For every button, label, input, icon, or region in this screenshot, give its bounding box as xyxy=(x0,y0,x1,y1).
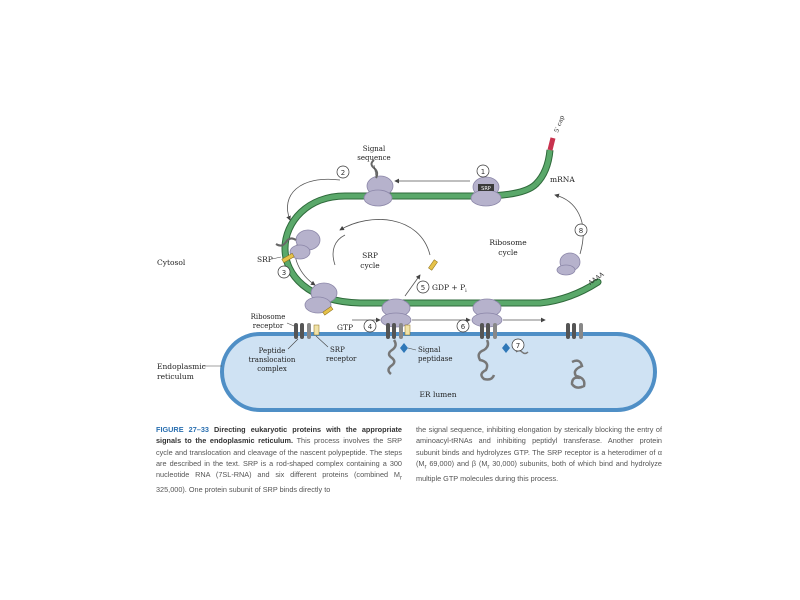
caption-left: FIGURE 27–33 Directing eukaryotic protei… xyxy=(156,425,402,494)
svg-text:7: 7 xyxy=(516,342,520,350)
er-lumen-label: ER lumen xyxy=(419,390,456,399)
signal-peptidase-icon-2 xyxy=(502,343,510,353)
step-2-circle xyxy=(336,165,350,179)
step-6-circle xyxy=(456,319,470,333)
ribosome-cycle-label-2: cycle xyxy=(498,248,518,257)
signal-sequence-label-2: sequence xyxy=(357,154,390,162)
svg-text:8: 8 xyxy=(579,227,583,235)
srp-rod-docked xyxy=(322,306,334,316)
srp-cycle-label-2: cycle xyxy=(360,261,380,270)
ribosome-on-membrane-2 xyxy=(471,298,503,328)
translocon-1 xyxy=(294,323,320,339)
srp-tag-box xyxy=(478,184,494,191)
signal-peptidase-pointer xyxy=(407,347,417,351)
signal-sequence-pointer xyxy=(373,164,377,177)
svg-text:2: 2 xyxy=(341,169,345,177)
translocon-4 xyxy=(566,323,583,339)
gtp-label: GTP xyxy=(337,323,353,332)
peptide-translocation-label-2: translocation xyxy=(249,356,296,364)
mrna-cap xyxy=(547,137,556,151)
caption-right: the signal sequence, inhibiting elongati… xyxy=(416,425,662,483)
translocon-2 xyxy=(386,323,411,339)
signal-sequence-label: Signal xyxy=(363,145,386,153)
step-7-circle xyxy=(511,338,525,352)
ribosome-receptor-pointer xyxy=(286,322,295,327)
cytosol-label: Cytosol xyxy=(157,258,186,267)
svg-text:4: 4 xyxy=(368,323,373,331)
gdp-pi-label: GDP + Pi xyxy=(432,283,467,294)
ribosome-cycle-arrow-left xyxy=(286,178,341,221)
caption-title: Directing eukaryotic proteins with the a… xyxy=(156,425,402,446)
mrna-label: mRNA xyxy=(550,175,575,184)
svg-text:5: 5 xyxy=(421,284,425,292)
step-1-circle xyxy=(476,164,490,178)
caption-text-1: This process involves the SRP cycle and … xyxy=(156,436,402,480)
srp-receptor-label: SRP xyxy=(330,346,345,354)
er-label-2: reticulum xyxy=(157,372,194,381)
ribosome-released xyxy=(556,252,581,276)
peptide-translocation-label-3: complex xyxy=(257,365,287,373)
srp-tag: SRP xyxy=(481,186,491,192)
srp-cycle-label: SRP xyxy=(362,251,378,260)
ribosome-receptor-label: Ribosome xyxy=(251,313,286,321)
er-label: Endoplasmic xyxy=(157,362,206,371)
nascent-peptide-srp xyxy=(275,237,297,247)
caption-text-2: the signal sequence, inhibiting elongati… xyxy=(416,425,662,468)
svg-text:3: 3 xyxy=(282,269,286,277)
signal-peptidase-label: Signal xyxy=(418,346,441,354)
er-membrane xyxy=(220,332,657,412)
step-8-circle xyxy=(574,223,588,237)
srp-rod-free xyxy=(281,252,295,264)
step-4-circle xyxy=(363,319,377,333)
svg-text:1: 1 xyxy=(481,168,485,176)
peptide-folding xyxy=(477,339,496,381)
step-5-circle xyxy=(416,280,430,294)
ribosome-on-membrane-1 xyxy=(380,298,412,328)
ribosome-signal-sequence xyxy=(363,175,394,207)
ribosome-srp-bound xyxy=(289,229,321,260)
srp-cycle-arrow-inner xyxy=(339,219,431,256)
svg-text:6: 6 xyxy=(461,323,466,331)
signal-sequence-peptide xyxy=(370,159,379,179)
peptide-translocation-label: Peptide xyxy=(259,347,286,355)
ribosome-docking xyxy=(304,282,338,314)
step-3-circle xyxy=(277,265,291,279)
five-prime-cap-label: 5′ cap xyxy=(553,114,566,133)
srp-label: SRP xyxy=(257,255,273,264)
signal-peptidase-icon xyxy=(400,343,408,353)
step-markers: 1 2 3 4 5 6 7 8 xyxy=(277,164,588,352)
peptide-translocation-pointer xyxy=(287,338,299,350)
figure-number: FIGURE 27–33 xyxy=(156,425,209,434)
signal-peptidase-label-2: peptidase xyxy=(418,355,453,363)
srp-cycle-arrow-lower xyxy=(332,234,346,266)
peptide-entering xyxy=(387,339,397,375)
srp-rod-release xyxy=(428,259,438,271)
ribosome-cycle-arrow-right xyxy=(554,193,584,255)
ribosome-cycle-label: Ribosome xyxy=(489,238,527,247)
srp-label-pointer xyxy=(271,256,282,260)
srp-receptor-label-2: receptor xyxy=(326,355,357,363)
srp-receptor-pointer xyxy=(315,335,329,348)
translocon-3 xyxy=(480,323,497,339)
step5-arrow xyxy=(404,274,421,297)
protein-folded xyxy=(570,359,586,389)
ribosome-receptor-label-2: receptor xyxy=(253,322,284,330)
